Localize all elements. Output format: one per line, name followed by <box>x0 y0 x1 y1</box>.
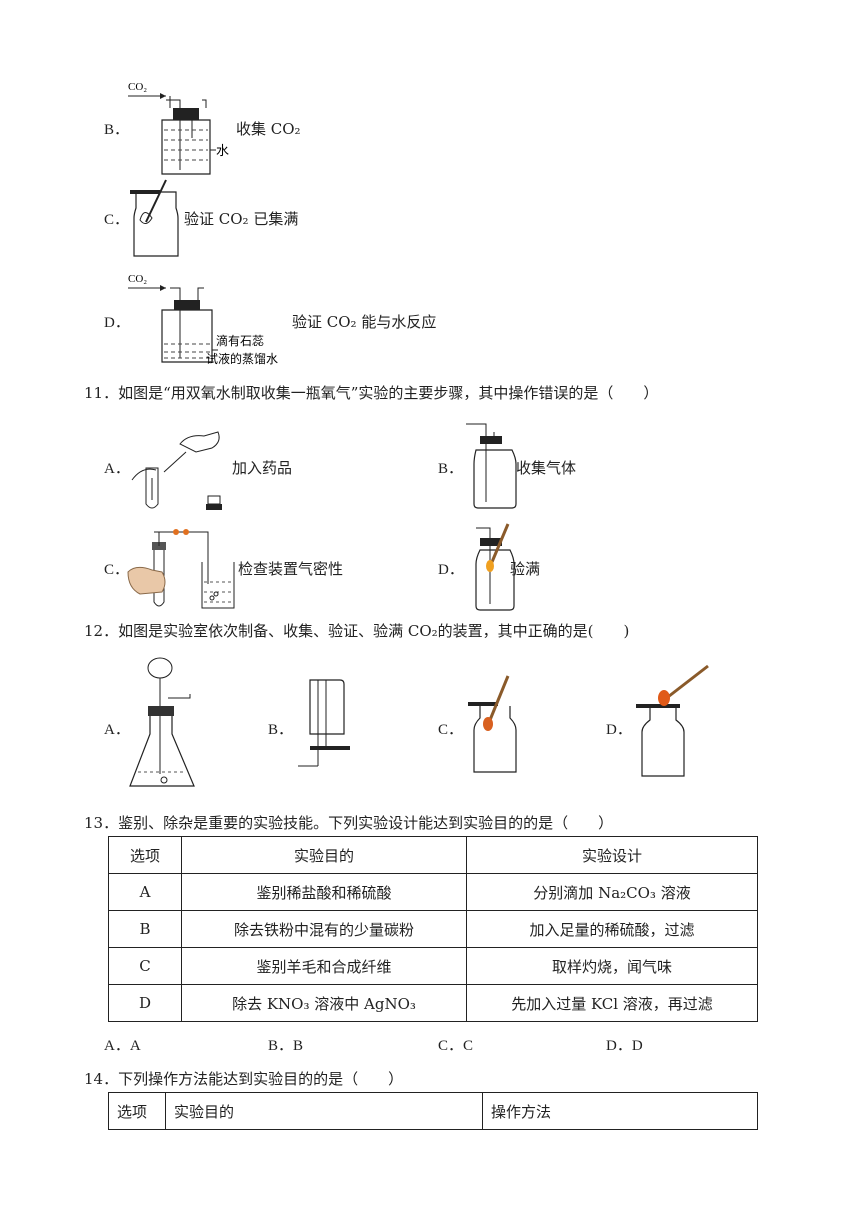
table-cell: 鉴别羊毛和合成纤维 <box>181 947 467 985</box>
header-purpose: 实验目的 <box>181 836 467 874</box>
q10-option-c-caption: 验证 CO₂ 已集满 <box>184 210 299 228</box>
table-row: C 鉴别羊毛和合成纤维 取样灼烧，闻气味 <box>108 947 758 985</box>
q11-stem: 11．如图是“用双氧水制取收集一瓶氧气”实验的主要步骤，其中操作错误的是（ ） <box>84 384 659 402</box>
q11-option-c-letter: C． <box>104 562 130 578</box>
q11-option-a-letter: A． <box>104 461 130 477</box>
q12-stem: 12．如图是实验室依次制备、收集、验证、验满 CO₂的装置，其中正确的是( ) <box>84 622 630 640</box>
table-row: D 除去 KNO₃ 溶液中 AgNO₃ 先加入过量 KCl 溶液，再过滤 <box>108 984 758 1022</box>
svg-text:CO₂: CO₂ <box>128 81 147 93</box>
header-option: 选项 <box>108 1092 166 1130</box>
table-cell: 分别滴加 Na₂CO₃ 溶液 <box>466 873 758 911</box>
q10-option-c-letter: C． <box>104 212 130 228</box>
inverted-collection-bottle-figure <box>298 679 350 767</box>
airtightness-check-figure <box>127 529 235 609</box>
burning-splint-mouth-bottle-figure <box>636 664 709 777</box>
table-header-row: 选项 实验目的 实验设计 <box>108 836 758 874</box>
svg-text:滴有石蕊: 滴有石蕊 <box>216 333 264 348</box>
header-option: 选项 <box>108 836 182 874</box>
q10-option-d-letter: D． <box>104 315 130 331</box>
q10-option-b-letter: B． <box>104 122 130 138</box>
q12-option-c-letter: C． <box>438 722 464 738</box>
q11-option-c-caption: 检查装置气密性 <box>238 560 344 578</box>
q10-option-b-caption: 收集 CO₂ <box>236 120 301 138</box>
burning-splint-inside-bottle-figure <box>468 675 517 773</box>
table-cell: 先加入过量 KCl 溶液，再过滤 <box>466 984 758 1022</box>
q14-table: 选项 实验目的 操作方法 <box>108 1092 758 1130</box>
gas-bottle-splint-figure <box>130 179 179 257</box>
q11-option-d-caption: 验满 <box>510 560 541 578</box>
table-header-row: 选项 实验目的 操作方法 <box>108 1092 758 1130</box>
q14-stem: 14．下列操作方法能达到实验目的的是（ ） <box>84 1070 404 1088</box>
table-cell: 加入足量的稀硫酸，过滤 <box>466 910 758 948</box>
collecting-gas-bottle-figure <box>466 423 517 509</box>
table-cell: 除去 KNO₃ 溶液中 AgNO₃ <box>181 984 467 1022</box>
q13-answer-c: C．C <box>438 1038 474 1054</box>
litmus-water-bottle-figure: CO₂ 滴有石蕊 试液的蒸馏水 <box>128 273 278 366</box>
svg-text:水: 水 <box>216 144 229 159</box>
checking-full-bottle-figure <box>475 523 515 611</box>
header-purpose: 实验目的 <box>165 1092 483 1130</box>
q13-answer-a: A．A <box>104 1038 141 1054</box>
q11-option-d-letter: D． <box>438 562 464 578</box>
svg-text:试液的蒸馏水: 试液的蒸馏水 <box>206 351 278 366</box>
q11-option-b-letter: B． <box>438 461 464 477</box>
table-cell: 除去铁粉中混有的少量碳粉 <box>181 910 467 948</box>
q13-table: 选项 实验目的 实验设计 A 鉴别稀盐酸和稀硫酸 分别滴加 Na₂CO₃ 溶液 … <box>108 836 758 1022</box>
q13-answer-d: D．D <box>606 1038 643 1054</box>
q11-option-b-caption: 收集气体 <box>516 459 577 477</box>
q12-option-a-letter: A． <box>104 722 130 738</box>
q13-answer-b: B．B <box>268 1038 304 1054</box>
adding-reagent-figure <box>131 431 222 510</box>
q13-stem: 13．鉴别、除杂是重要的实验技能。下列实验设计能达到实验目的的是（ ） <box>84 814 614 832</box>
table-cell: 鉴别稀盐酸和稀硫酸 <box>181 873 467 911</box>
q12-option-d-letter: D． <box>606 722 632 738</box>
header-design: 实验设计 <box>466 836 758 874</box>
table-cell: B <box>108 910 182 948</box>
svg-text:CO₂: CO₂ <box>128 273 147 285</box>
table-row: B 除去铁粉中混有的少量碳粉 加入足量的稀硫酸，过滤 <box>108 910 758 948</box>
erlenmeyer-generator-figure <box>129 657 195 787</box>
table-cell: D <box>108 984 182 1022</box>
header-method: 操作方法 <box>482 1092 758 1130</box>
table-cell: 取样灼烧，闻气味 <box>466 947 758 985</box>
q12-option-b-letter: B． <box>268 722 294 738</box>
table-row: A 鉴别稀盐酸和稀硫酸 分别滴加 Na₂CO₃ 溶液 <box>108 873 758 911</box>
q10-option-d-caption: 验证 CO₂ 能与水反应 <box>292 313 437 331</box>
table-cell: A <box>108 873 182 911</box>
q11-option-a-caption: 加入药品 <box>232 459 293 477</box>
gas-washing-bottle-water-figure: CO₂ 水 <box>128 81 229 175</box>
table-cell: C <box>108 947 182 985</box>
